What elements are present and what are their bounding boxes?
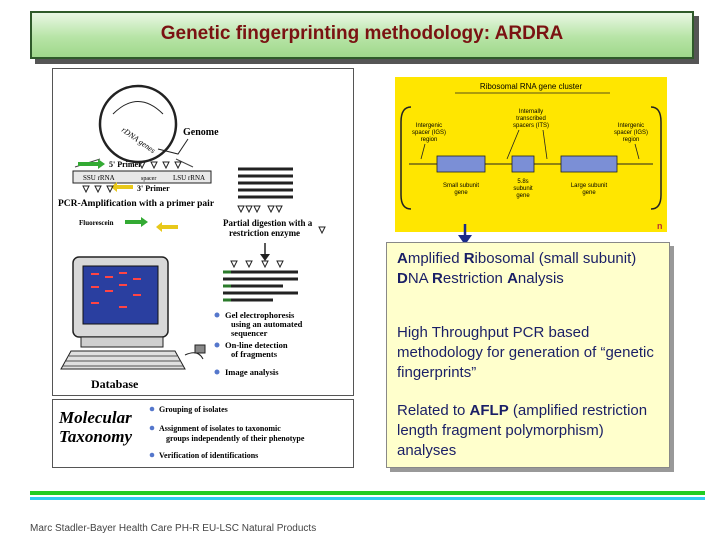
igs-left-2: spacer (IGS)	[412, 130, 446, 136]
site-marks-bottom	[82, 185, 114, 194]
ardra-description: Amplified Ribosomal (small subunit) DNA …	[386, 242, 670, 468]
fluorescein-label: Fluorescein	[79, 219, 114, 227]
enzyme-symbol-icon	[318, 226, 326, 235]
aflp-relation: Related to AFLP (amplified restriction l…	[397, 401, 663, 461]
ardra-definition-run: D	[397, 270, 408, 287]
footer-text: Marc Stadler-Bayer Health Care PH-R EU-L…	[30, 523, 317, 534]
page-title: Genetic fingerprinting methodology: ARDR…	[160, 23, 564, 44]
its-label-3: spacers (ITS)	[513, 123, 549, 129]
fragment-sites	[230, 260, 284, 269]
ardra-definition-run: R	[463, 250, 475, 267]
pcr-label: PCR-Amplification with a primer pair	[58, 199, 215, 209]
fragment-bands	[223, 270, 298, 302]
s58-subunit-gene	[511, 155, 535, 173]
database-label: Database	[91, 377, 139, 391]
taxonomy-bullet-2b: groups independently of their phenotype	[166, 434, 305, 443]
small-subunit-label-1: Small subunit	[443, 183, 479, 189]
methodology-svg: rDNA genes Genome 5' Primer SSU rRNA spa…	[58, 84, 326, 391]
fluorescein-arrow	[125, 217, 148, 227]
genome-circle	[98, 84, 178, 164]
partial-digestion-label-2: restriction enzyme	[229, 228, 300, 238]
fragment-bands-green	[223, 270, 231, 302]
cyan-rule	[30, 497, 705, 500]
right-bracket	[650, 106, 662, 210]
gene-bar	[72, 170, 212, 184]
primer5-arrow	[78, 159, 105, 169]
site-marks-top	[138, 161, 182, 170]
rrna-cluster-figure: Ribosomal RNA gene cluster Internally tr…	[395, 77, 667, 232]
primer3-label: 3' Primer	[137, 184, 170, 193]
rdna-label: rDNA genes	[120, 125, 157, 155]
igs-left-1: Intergenic	[416, 123, 442, 129]
taxonomy-heading-line1: Molecular	[59, 408, 132, 427]
pcr-products	[238, 167, 293, 199]
taxonomy-heading: Molecular Taxonomy	[59, 408, 132, 446]
corner-mark: n	[657, 221, 663, 231]
online-label-2: of fragments	[231, 349, 278, 359]
gel-label-1: Gel electrophoresis	[225, 310, 295, 320]
ardra-definition: Amplified Ribosomal (small subunit) DNA …	[397, 249, 663, 289]
gel-label-2: using an automated	[231, 319, 303, 329]
process-bullets	[214, 312, 220, 375]
down-arrow-icon	[458, 224, 472, 245]
primer3-arrow-2	[156, 222, 178, 232]
ssu-label: SSU rRNA	[83, 174, 115, 182]
green-rule	[30, 491, 705, 495]
taxonomy-bullets-svg: Grouping of isolates Assignment of isola…	[149, 405, 305, 460]
taxonomy-bullet-3: Verification of identifications	[159, 451, 258, 460]
enzyme-marks	[237, 205, 283, 214]
ardra-definition-run: A	[397, 250, 408, 267]
aflp-relation-run: AFLP	[469, 402, 509, 419]
large-subunit-gene	[560, 155, 618, 173]
ardra-definition-run: A	[507, 270, 518, 287]
large-subunit-label-2: gene	[582, 190, 596, 196]
title-banner: Genetic fingerprinting methodology: ARDR…	[30, 11, 694, 59]
small-subunit-label-2: gene	[454, 190, 468, 196]
taxonomy-heading-line2: Taxonomy	[59, 427, 133, 446]
cluster-title: Ribosomal RNA gene cluster	[480, 82, 583, 91]
ardra-definition-run: mplified	[407, 250, 464, 267]
ardra-definition-run: estriction	[442, 270, 508, 287]
cluster-pointers	[420, 129, 640, 160]
rdna-arc	[112, 101, 164, 115]
s58-label-1: 5.8s	[517, 179, 528, 185]
ardra-definition-run: NA	[407, 270, 433, 287]
small-subunit-gene	[436, 155, 486, 173]
ardra-definition-run: nalysis	[517, 270, 564, 287]
taxonomy-bullet-2a: Assignment of isolates to taxonomic	[159, 424, 281, 433]
left-bracket	[400, 106, 412, 210]
aflp-relation-run: Related to	[397, 402, 470, 419]
taxonomy-panel: Molecular Taxonomy Grouping of isolates …	[52, 399, 354, 468]
methodology-figure: rDNA genes Genome 5' Primer SSU rRNA spa…	[52, 68, 354, 396]
throughput-description: High Throughput PCR based methodology fo…	[397, 324, 654, 381]
computer-icon	[60, 256, 206, 370]
aflp-relation-run: (amplified restriction length fragment p…	[397, 402, 648, 459]
partial-digestion-label-1: Partial digestion with a	[223, 218, 313, 228]
ardra-definition-run: R	[432, 270, 443, 287]
gel-label-3: sequencer	[231, 328, 268, 338]
primer3-arrow	[111, 182, 133, 192]
primer5-label: 5' Primer	[109, 160, 142, 169]
online-label-1: On-line detection	[225, 340, 288, 350]
spacer-label: spacer	[141, 176, 156, 182]
igs-right-2: spacer (IGS)	[614, 130, 648, 136]
igs-right-3: region	[623, 137, 640, 143]
s58-label-2: subunit	[513, 186, 533, 192]
igs-left-3: region	[421, 137, 438, 143]
its-label-1: Internally	[519, 109, 543, 115]
large-subunit-label-1: Large subunit	[571, 183, 608, 189]
rrna-cluster-svg: Ribosomal RNA gene cluster Internally tr…	[400, 82, 663, 231]
image-analysis-label: Image analysis	[225, 367, 279, 377]
s58-label-3: gene	[516, 193, 530, 199]
taxonomy-bullet-1: Grouping of isolates	[159, 405, 228, 414]
genome-pointer	[157, 138, 189, 155]
lsu-label: LSU rRNA	[173, 174, 205, 182]
its-label-2: transcribed	[516, 116, 546, 122]
ardra-definition-run: ibosomal (small subunit)	[474, 250, 637, 267]
igs-right-1: Intergenic	[618, 123, 644, 129]
genome-label: Genome	[183, 127, 219, 138]
taxonomy-bullets	[149, 406, 155, 458]
digest-arrow-head	[260, 254, 270, 261]
